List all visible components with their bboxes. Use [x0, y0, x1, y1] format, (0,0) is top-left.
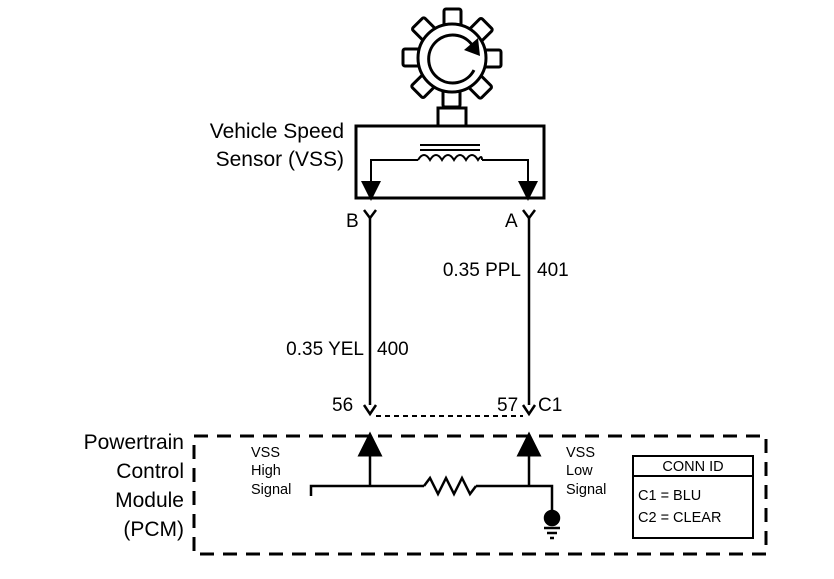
pcm-boundary — [192, 434, 768, 556]
sensor-name-line2: Sensor (VSS) — [216, 148, 344, 171]
pcm-name-line4: (PCM) — [123, 518, 184, 541]
terminal-b-label: B — [346, 211, 359, 232]
vss-high-line1: VSS — [251, 445, 280, 461]
wire-401-circuit: 401 — [537, 260, 569, 281]
conn-id-title: CONN ID — [662, 459, 723, 475]
conn-id-box — [632, 455, 754, 539]
vss-sensor-body — [354, 106, 546, 201]
pcm-connector-pins — [362, 404, 537, 417]
connector-c1-label: C1 — [538, 395, 562, 416]
wire-400-circuit: 400 — [377, 339, 409, 360]
conn-id-row1: C1 = BLU — [638, 488, 701, 504]
vss-low-line1: VSS — [566, 445, 595, 461]
pcm-name-line2: Control — [116, 460, 184, 483]
pin-56-label: 56 — [332, 395, 353, 416]
pcm-name-line1: Powertrain — [84, 431, 184, 454]
vss-low-line2: Low — [566, 463, 593, 479]
ground-icon — [543, 509, 561, 540]
vss-high-line2: High — [251, 463, 281, 479]
reluctor-wheel-icon — [401, 7, 503, 109]
resistor-icon — [423, 475, 477, 497]
pcm-name-line3: Module — [115, 489, 184, 512]
wire-400-gauge-color: 0.35 YEL — [286, 339, 364, 360]
pin-57-label: 57 — [497, 395, 518, 416]
sensor-name-line1: Vehicle Speed — [210, 120, 344, 143]
pcm-internal-circuit — [309, 431, 554, 512]
wire-401-gauge-color: 0.35 PPL — [443, 260, 521, 281]
vss-high-line3: Signal — [251, 482, 291, 498]
vss-low-line3: Signal — [566, 482, 606, 498]
terminal-a-label: A — [505, 211, 518, 232]
conn-id-row2: C2 = CLEAR — [638, 510, 721, 526]
